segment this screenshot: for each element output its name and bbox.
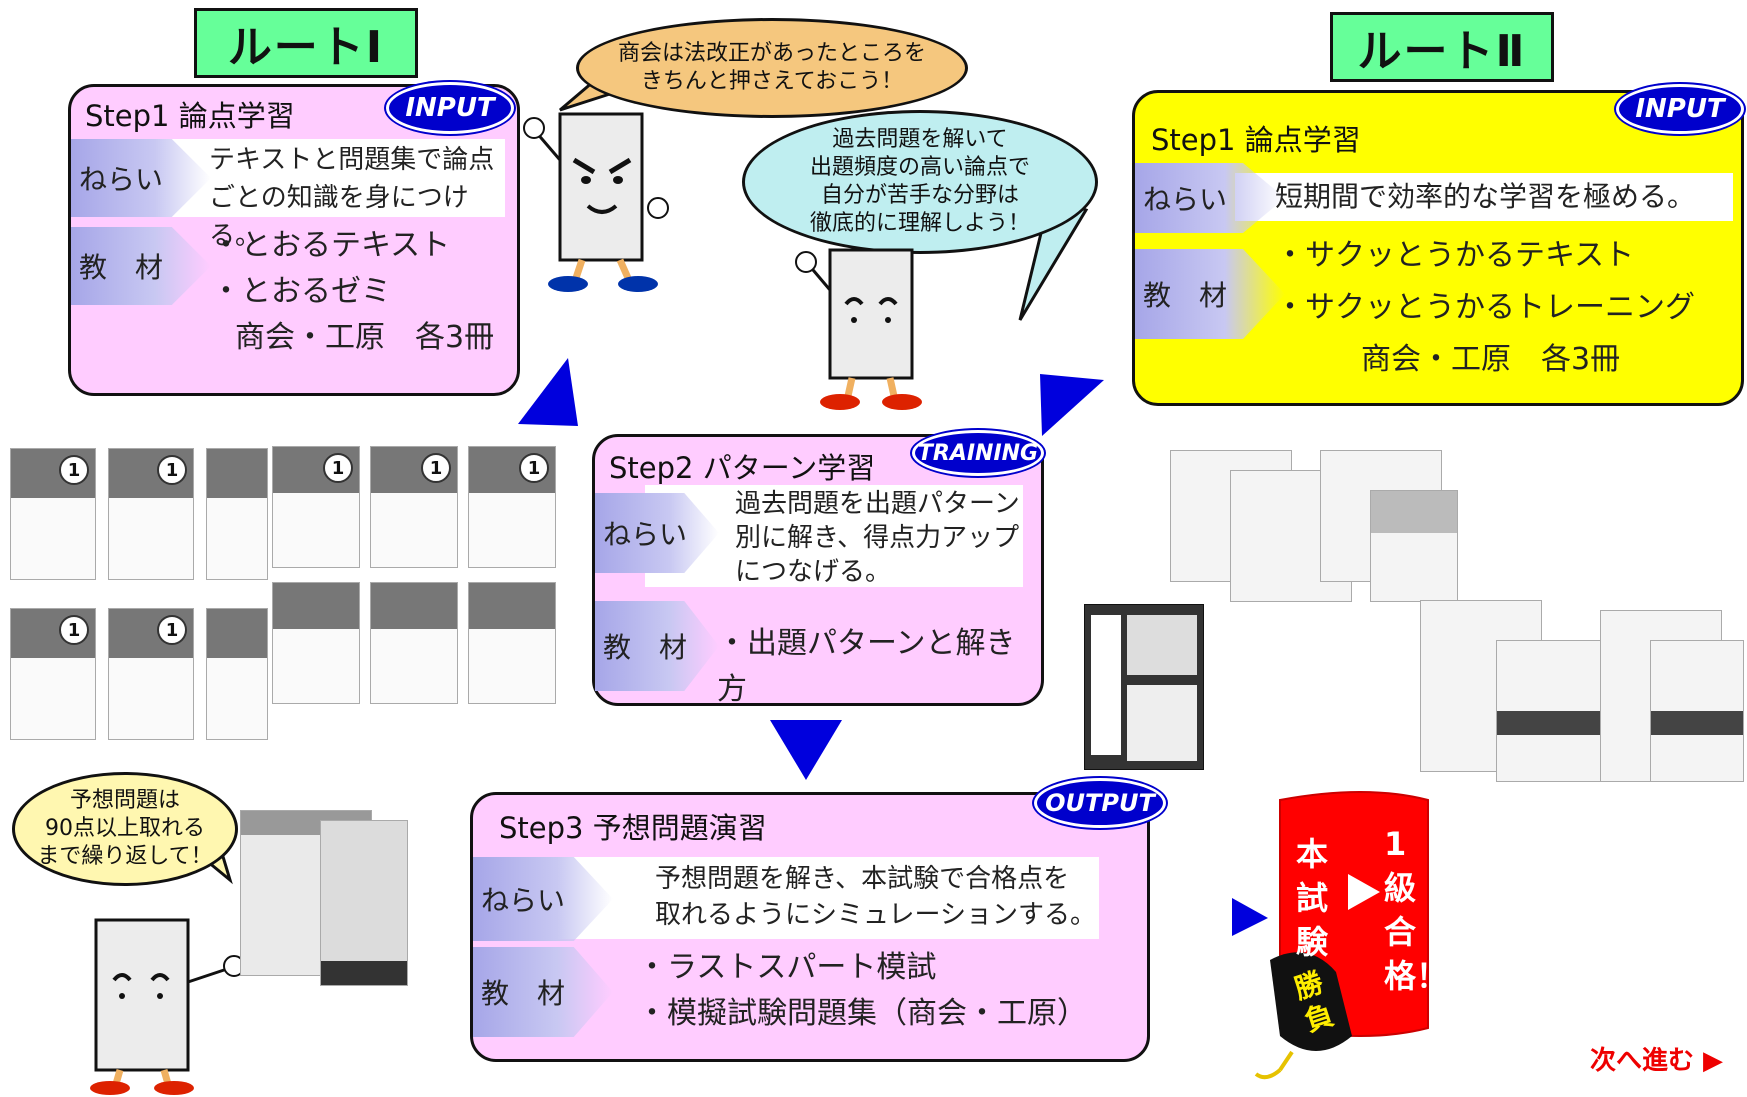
route2-aim-text: 短期間で効率的な学習を極める。 bbox=[1275, 180, 1696, 213]
route1-step1-card: Step1 論点学習 テキストと問題集で論点 ごとの知識を身につける。 ねらい … bbox=[68, 84, 520, 396]
route1-aim-text-2: ごとの知識を身につける。 bbox=[209, 183, 469, 251]
mogi-books-image bbox=[240, 810, 410, 986]
route2-tag: ルートⅡ bbox=[1330, 12, 1554, 82]
route1-material-2: ・とおるゼミ bbox=[211, 274, 391, 309]
bottom-bubble-line-1: 予想問題は bbox=[69, 788, 180, 813]
arrow-up-right bbox=[1040, 374, 1104, 436]
route1-aim-text-1: テキストと問題集で論点 bbox=[209, 145, 495, 175]
step2-card: Step2 パターン学習 過去問題を出題パターン 別に解き、得点力アップ につな… bbox=[592, 434, 1044, 707]
goal-graphic bbox=[1254, 791, 1429, 1080]
mascot-pointing-middle bbox=[795, 248, 922, 410]
arrow-to-goal bbox=[1232, 898, 1268, 936]
step3-aim-box: 予想問題を解き、本試験で合格点を 取れるようにシミュレーションする。 bbox=[555, 857, 1099, 939]
step2-training-badge-label: TRAINING bbox=[917, 440, 1039, 466]
top-bubble-line-2: きちんと押さえておこう！ bbox=[640, 69, 904, 94]
step2-aim-line-1: 過去問題を出題パターン bbox=[735, 489, 1020, 519]
route2-input-badge: INPUT bbox=[1616, 84, 1744, 134]
middle-bubble-line-3: 自分が苦手な分野は bbox=[820, 183, 1019, 208]
top-speech-bubble: 商会は法改正があったところを きちんと押さえておこう！ bbox=[576, 18, 968, 118]
route2-step1-title: Step1 論点学習 bbox=[1151, 123, 1361, 157]
step2-title: Step2 パターン学習 bbox=[609, 451, 876, 485]
goal-honshiken: 本試験 bbox=[1296, 835, 1329, 961]
next-link[interactable]: 次へ進む ▶ bbox=[1590, 1046, 1724, 1076]
toru-books-image: 1 1 1 1 bbox=[10, 448, 270, 762]
route1-input-badge: INPUT bbox=[386, 82, 514, 134]
goal-triangle bbox=[1348, 874, 1380, 910]
route2-material-1: ・サクッとうかるテキスト bbox=[1275, 238, 1635, 273]
route1-material-1: ・とおるテキスト bbox=[211, 228, 451, 263]
route1-tag: ルートⅠ bbox=[194, 8, 418, 78]
step2-training-badge: TRAINING bbox=[912, 430, 1044, 476]
step2-material: ・出題パターンと解き方 bbox=[717, 626, 1016, 707]
step3-title: Step3 予想問題演習 bbox=[499, 811, 767, 845]
bottom-speech-bubble: 予想問題は 90点以上取れる まで繰り返して！ bbox=[12, 772, 238, 886]
route1-aim-box: テキストと問題集で論点 ごとの知識を身につける。 bbox=[125, 139, 505, 251]
step3-output-badge: OUTPUT bbox=[1034, 778, 1166, 828]
bottom-bubble-line-2: 90点以上取れる bbox=[45, 816, 205, 841]
route2-step1-card: Step1 論点学習 短期間で効率的な学習を極める。 ねらい 教 材 ・サクッと… bbox=[1132, 90, 1744, 406]
charm-bag bbox=[1270, 952, 1352, 1051]
route2-aim-box: 短期間で効率的な学習を極める。 bbox=[1235, 173, 1733, 221]
middle-speech-bubble: 過去問題を解いて 出題頻度の高い論点で 自分が苦手な分野は 徹底的に理解しよう！ bbox=[742, 110, 1098, 254]
bottom-bubble-line-3: まで繰り返して！ bbox=[37, 844, 213, 869]
route1-tag-label: ルートⅠ bbox=[227, 22, 385, 73]
toru-books-image-2: 1 1 1 bbox=[272, 446, 558, 708]
arrow-up-left bbox=[518, 358, 578, 426]
step2-aim-line-2: 別に解き、得点力アップ bbox=[735, 523, 1020, 553]
route2-tag-label: ルートⅡ bbox=[1357, 26, 1527, 77]
step3-material-2: ・模擬試験問題集（商会・工原） bbox=[637, 996, 1087, 1031]
sakutto-books-image bbox=[1170, 450, 1460, 610]
middle-bubble-line-4: 徹底的に理解しよう！ bbox=[809, 211, 1030, 236]
step3-output-badge-label: OUTPUT bbox=[1045, 789, 1155, 817]
step3-aim-line-1: 予想問題を解き、本試験で合格点を bbox=[655, 864, 1070, 894]
step3-card: Step3 予想問題演習 予想問題を解き、本試験で合格点を 取れるようにシミュレ… bbox=[470, 792, 1150, 1062]
middle-bubble-line-2: 出題頻度の高い論点で bbox=[809, 155, 1030, 180]
route1-material-3: 商会・工原 各3冊 bbox=[235, 320, 495, 355]
middle-bubble-line-1: 過去問題を解いて bbox=[832, 127, 1008, 152]
route2-material-2: ・サクッとうかるトレーニング bbox=[1275, 290, 1695, 325]
route1-step1-title: Step1 論点学習 bbox=[85, 99, 295, 133]
route2-input-badge-label: INPUT bbox=[1635, 94, 1725, 124]
route2-material-3: 商会・工原 各3冊 bbox=[1361, 342, 1621, 377]
sakutto-books-image-2 bbox=[1420, 600, 1744, 782]
route1-input-badge-label: INPUT bbox=[405, 93, 495, 123]
step3-aim-line-2: 取れるようにシミュレーションする。 bbox=[655, 900, 1096, 930]
step3-material-1: ・ラストスパート模試 bbox=[637, 950, 937, 985]
mascot-pointing-top bbox=[523, 112, 669, 292]
step2-aim-line-3: につなげる。 bbox=[735, 557, 892, 587]
kakomon-book-image bbox=[1084, 604, 1204, 770]
arrow-down bbox=[770, 720, 842, 780]
top-bubble-line-1: 商会は法改正があったところを bbox=[617, 41, 926, 66]
goal-pass: 1級合格！ bbox=[1384, 825, 1449, 995]
mascot-pointing-bottom bbox=[90, 918, 245, 1095]
